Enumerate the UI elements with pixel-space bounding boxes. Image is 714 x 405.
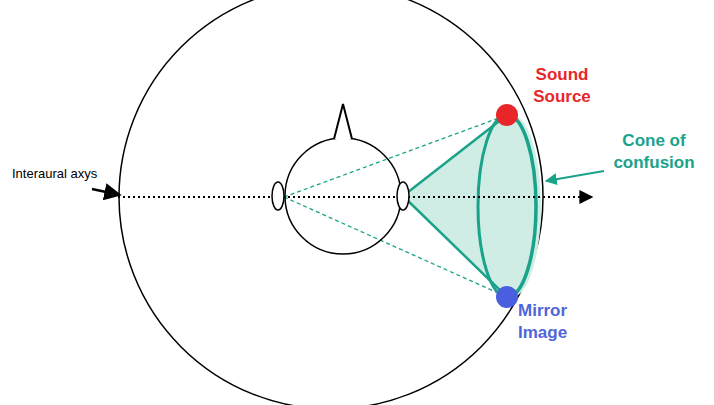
cone-label: Cone of confusion — [606, 130, 702, 174]
right-ear — [397, 182, 409, 210]
interaural-axis — [118, 196, 592, 198]
axis-label: Interaural axys — [12, 166, 132, 183]
cone-edge — [403, 196, 507, 297]
dashed-ray — [284, 197, 507, 297]
cone-base-back — [507, 115, 536, 297]
head-circle — [285, 138, 401, 254]
leader-arrow — [546, 171, 604, 181]
mirror-dot — [496, 286, 518, 308]
outer-circle — [119, 0, 543, 405]
cone-base-front — [478, 115, 507, 297]
source-label: Sound Source — [522, 64, 602, 108]
cone-base-fill — [483, 115, 541, 297]
mirror-label: Mirror Image — [518, 300, 590, 344]
nose-symbol — [334, 104, 352, 139]
cone-edge — [403, 115, 507, 196]
source-dot — [496, 104, 518, 126]
leader-arrow — [92, 189, 120, 195]
dashed-ray — [284, 115, 507, 197]
left-ear — [272, 182, 284, 210]
